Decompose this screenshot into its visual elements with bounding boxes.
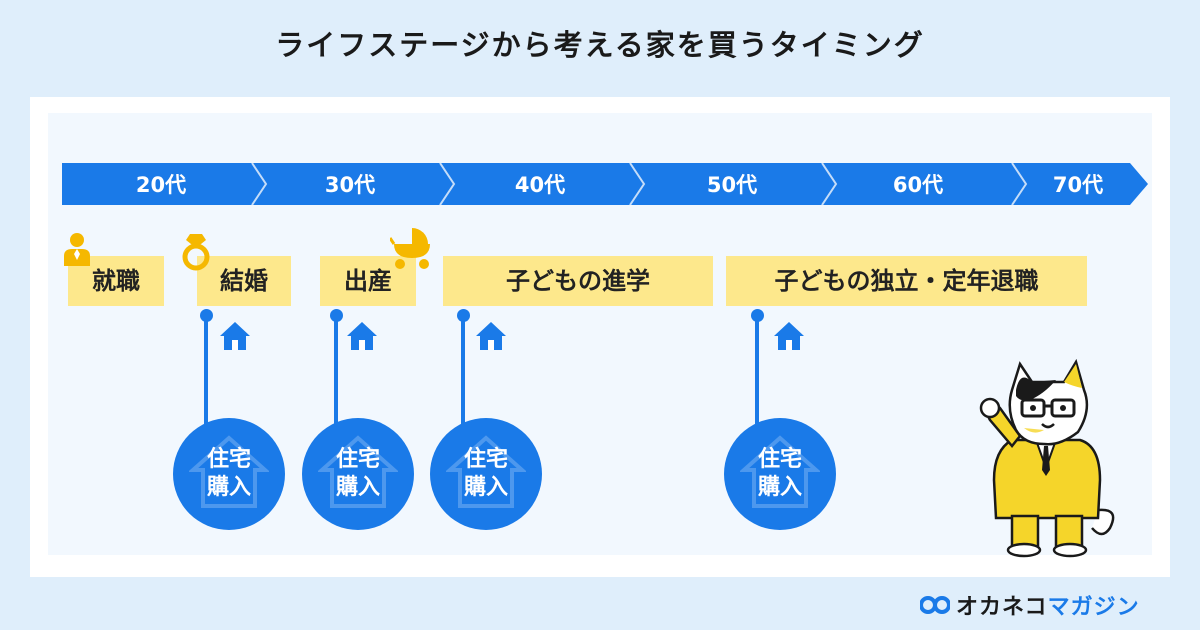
age-label-50s: 50代: [706, 173, 758, 197]
brand-logo: オカネコマガジン: [920, 590, 1140, 620]
event-marriage: 結婚: [197, 256, 291, 306]
house-purchase-marker-2: 住宅 購入: [302, 418, 414, 530]
purchase-label-line1: 住宅: [335, 447, 380, 472]
house-icon: [740, 435, 820, 508]
house-purchase-marker-4: 住宅 購入: [724, 418, 836, 530]
purchase-label-line1: 住宅: [757, 447, 802, 472]
age-timeline-bar: [62, 163, 1148, 205]
purchase-label-line2: 購入: [757, 475, 802, 500]
house-purchase-marker-1: 住宅 購入: [173, 418, 285, 530]
age-label-70s: 70代: [1052, 173, 1104, 197]
stem-dot-2: [330, 309, 343, 322]
stem-dot-3: [457, 309, 470, 322]
house-icon: [220, 322, 250, 350]
age-label-40s: 40代: [514, 173, 566, 197]
event-child-independence-retirement: 子どもの独立・定年退職: [726, 256, 1087, 306]
stem-3: [461, 315, 465, 425]
purchase-label-line1: 住宅: [206, 447, 251, 472]
stem-2: [334, 315, 338, 425]
stem-4: [755, 315, 759, 425]
age-label-30s: 30代: [324, 173, 376, 197]
ring-icon: [182, 234, 210, 271]
house-icon: [189, 435, 269, 508]
purchase-label-line1: 住宅: [463, 447, 508, 472]
event-child-education: 子どもの進学: [443, 256, 713, 306]
page-title: ライフステージから考える家を買うタイミング: [275, 28, 925, 62]
brand-name-part1: オカネコ: [956, 595, 1048, 620]
purchase-label-line2: 購入: [335, 475, 380, 500]
cat-mascot: [979, 358, 1115, 558]
stem-1: [204, 315, 208, 425]
brand-logo-icon: [920, 596, 950, 614]
house-icon: [318, 435, 398, 508]
house-icon: [774, 322, 804, 350]
brand-name-part2: マガジン: [1047, 595, 1140, 620]
age-label-60s: 60代: [892, 173, 944, 197]
stroller-icon: [390, 228, 430, 269]
person-icon: [64, 233, 90, 266]
house-icon: [476, 322, 506, 350]
purchase-label-line2: 購入: [206, 475, 251, 500]
age-label-20s: 20代: [135, 173, 187, 197]
purchase-label-line2: 購入: [463, 475, 508, 500]
house-icon: [347, 322, 377, 350]
house-purchase-marker-3: 住宅 購入: [430, 418, 542, 530]
house-icon: [446, 435, 526, 508]
stem-dot-4: [751, 309, 764, 322]
stem-dot-1: [200, 309, 213, 322]
